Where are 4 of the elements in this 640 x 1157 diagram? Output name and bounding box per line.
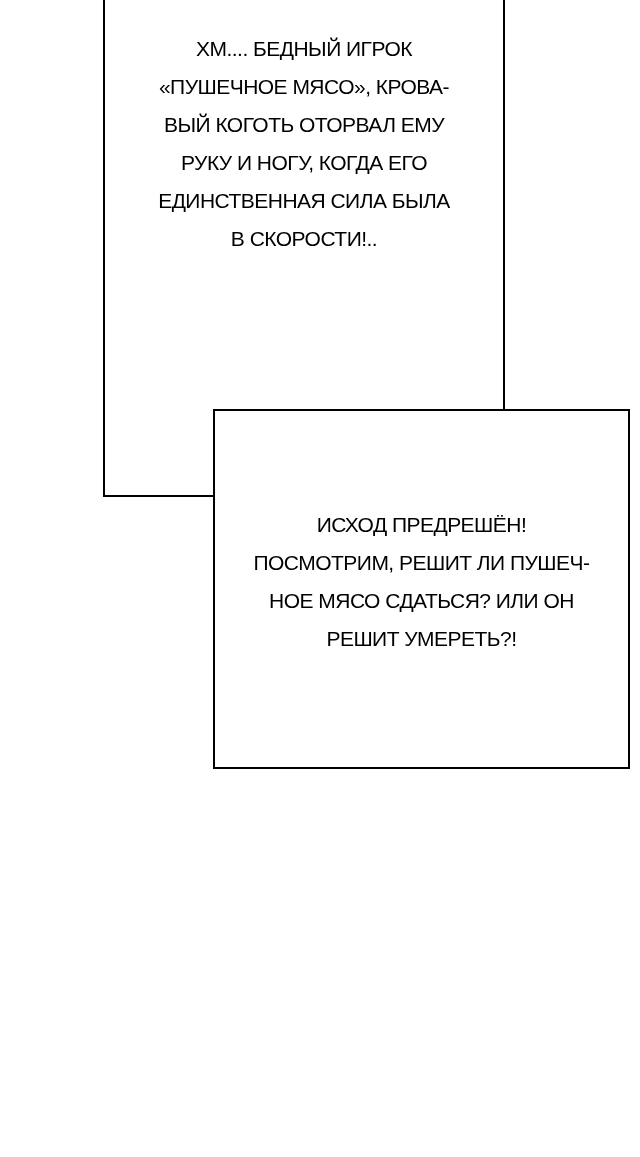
speech-text: ИСХОД ПРЕДРЕШЁН! ПОСМОТРИМ, РЕШИТ ЛИ ПУШЕЧ- НОЕ МЯСО СДАТЬСЯ? ИЛИ ОН РЕШИТ УМЕРЕТЬ?!: [252, 512, 591, 652]
speech-box: [103, 0, 505, 411]
speech-text: ХМ.... БЕДНЫЙ ИГРОК «ПУШЕЧНОЕ МЯСО», КРОВА- ВЫЙ КОГОТЬ ОТОРВАЛ ЕМУ РУКУ И НОГУ, КОГДА ЕГО ЕДИНСТВЕННАЯ СИЛА БЫЛА В СКОРОСТИ!..: [157, 36, 451, 252]
speech-box: [213, 409, 630, 769]
